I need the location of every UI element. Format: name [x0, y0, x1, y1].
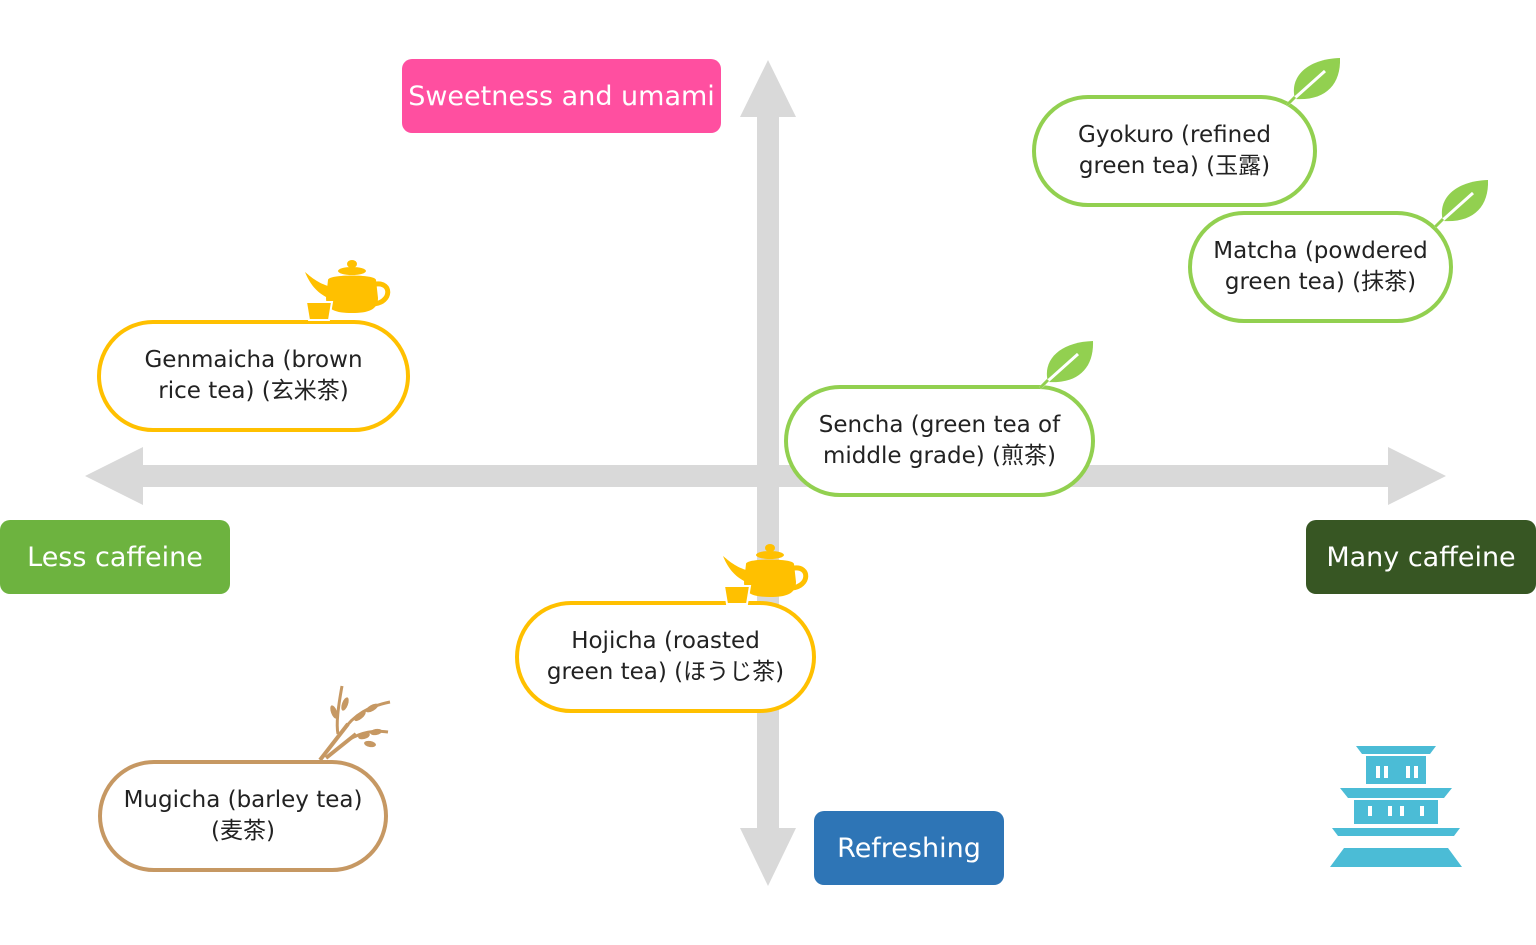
tea-sencha-line1: Sencha (green tea of — [818, 412, 1061, 438]
up-arrow-icon — [740, 60, 796, 117]
tea-gyokuro-line2: green tea) (玉露) — [1078, 153, 1271, 179]
axis-label-many-caffeine: Many caffeine — [1306, 520, 1536, 594]
axis-label-many-caffeine-text: Many caffeine — [1326, 541, 1516, 573]
axis-label-refreshing: Refreshing — [814, 811, 1004, 885]
left-arrow-icon — [85, 447, 143, 505]
down-arrow-icon — [740, 828, 796, 886]
tea-gyokuro-line1: Gyokuro (refined — [1078, 122, 1271, 148]
tea-node-gyokuro: Gyokuro (refined green tea) (玉露) — [1032, 95, 1317, 207]
axis-label-sweetness: Sweetness and umami — [402, 59, 721, 133]
axis-label-less-caffeine-text: Less caffeine — [27, 541, 203, 573]
tea-matcha-line2: green tea) (抹茶) — [1224, 269, 1417, 295]
tea-genmaicha-line1: Genmaicha (brown — [144, 347, 363, 373]
axis-label-sweetness-text: Sweetness and umami — [408, 80, 715, 112]
tea-mugicha-line2: (麦茶) — [211, 818, 275, 844]
leaf-icon — [1038, 341, 1094, 390]
tea-sencha-line2: middle grade) (煎茶) — [823, 443, 1056, 469]
leaf-icon — [1433, 180, 1489, 229]
tea-node-sencha: Sencha (green tea of middle grade) (煎茶) — [784, 385, 1095, 497]
axis-label-refreshing-text: Refreshing — [837, 832, 981, 864]
tea-node-mugicha: Mugicha (barley tea) (麦茶) — [98, 760, 388, 872]
tea-node-hojicha: Hojicha (roasted green tea) (ほうじ茶) — [515, 601, 816, 713]
castle-icon — [1330, 746, 1462, 867]
tea-hojicha-line1: Hojicha (roasted — [571, 628, 760, 654]
tea-hojicha-line2: green tea) (ほうじ茶) — [546, 659, 785, 685]
tea-matcha-line1: Matcha (powdered — [1213, 238, 1428, 264]
tea-node-matcha: Matcha (powdered green tea) (抹茶) — [1188, 211, 1453, 323]
tea-node-genmaicha: Genmaicha (brown rice tea) (玄米茶) — [97, 320, 410, 432]
axis-label-less-caffeine: Less caffeine — [0, 520, 230, 594]
barley-icon — [318, 685, 391, 762]
teapot-icon — [722, 544, 809, 605]
tea-mugicha-line1: Mugicha (barley tea) — [123, 787, 363, 813]
tea-genmaicha-line2: rice tea) (玄米茶) — [158, 378, 349, 404]
leaf-icon — [1285, 58, 1341, 107]
right-arrow-icon — [1388, 447, 1446, 505]
teapot-icon — [304, 260, 391, 321]
